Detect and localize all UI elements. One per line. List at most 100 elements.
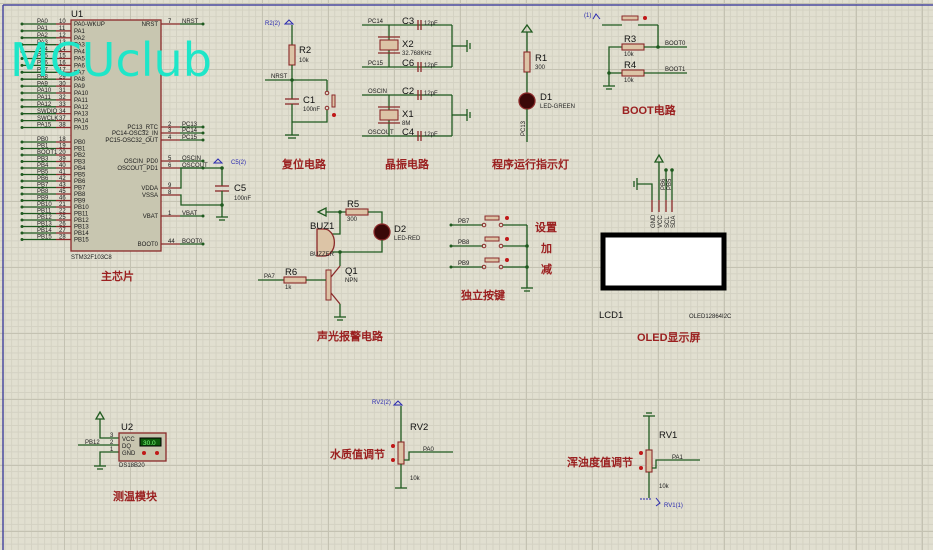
pin-terminal[interactable] [20, 50, 24, 54]
pin-terminal[interactable] [20, 160, 24, 163]
rv2-increase-button[interactable] [391, 444, 395, 448]
key-pb7[interactable]: PB7 [449, 215, 528, 228]
pin-terminal[interactable] [20, 22, 24, 26]
rv2-decrease-button[interactable] [391, 458, 395, 462]
x2-crystal[interactable] [379, 39, 399, 51]
oled-circuit[interactable]: PB6 PB5 GND VCC SCL SDA LCD1 OLED12864I2… [599, 153, 732, 344]
r2-resistor[interactable] [288, 44, 296, 66]
pin-terminal[interactable] [449, 244, 453, 248]
pin-terminal[interactable] [20, 186, 24, 189]
pin-terminal[interactable] [20, 179, 24, 183]
push-button[interactable] [484, 257, 500, 263]
rv1-increase-button[interactable] [639, 451, 643, 455]
pin-terminal[interactable] [20, 77, 24, 81]
reset-button-actuator[interactable] [332, 113, 336, 117]
pin-terminal[interactable] [20, 57, 24, 60]
key-pb8[interactable]: PB8 [449, 236, 529, 249]
pin-terminal[interactable] [20, 166, 24, 170]
pin-terminal[interactable] [201, 242, 205, 246]
pin-terminal[interactable] [20, 29, 24, 33]
x1-crystal[interactable] [379, 109, 399, 121]
pin-terminal[interactable] [20, 218, 24, 222]
pin-terminal[interactable] [201, 138, 205, 142]
pin-terminal[interactable] [20, 36, 24, 40]
temp-circuit[interactable]: PB12 3 2 1 U2 VCC DQ GND 30.0 DS18B20 测温… [78, 410, 167, 503]
pin-terminal[interactable] [20, 112, 24, 116]
r1-resistor[interactable] [523, 51, 531, 73]
pin-terminal[interactable] [20, 199, 24, 202]
pin-terminal[interactable] [20, 212, 24, 215]
pin-terminal[interactable] [20, 153, 24, 157]
button-actuator[interactable] [505, 258, 509, 262]
water-quality-pot[interactable]: RV2(2) RV2 PA0 10k 水质值调节 [330, 400, 453, 489]
rv1-potentiometer[interactable] [645, 449, 653, 473]
pin-terminal[interactable] [20, 231, 24, 235]
button-actuator[interactable] [505, 216, 509, 220]
pin-terminal[interactable] [449, 223, 453, 227]
pin-terminal[interactable] [20, 126, 24, 129]
pin-terminal[interactable] [20, 225, 24, 228]
boot-button-actuator[interactable] [643, 16, 647, 20]
q1-transistor[interactable] [325, 269, 332, 301]
pin-terminal[interactable] [201, 22, 205, 26]
pin-terminal[interactable] [20, 119, 24, 123]
rv1-decrease-button[interactable] [639, 466, 643, 470]
boot-button[interactable] [621, 15, 639, 21]
pin-terminal[interactable] [20, 70, 24, 74]
pin-terminal[interactable] [20, 173, 24, 176]
key-pb9[interactable]: PB9 [449, 257, 529, 270]
reset-circuit[interactable]: R2(2) R2 10k NRST C1 100nF 复位电路 [265, 19, 336, 171]
alarm-circuit[interactable]: R5 300 D2 LED-RED BUZ1 BUZZER Q1 NPN PA7… [258, 199, 421, 343]
pin-terminal[interactable] [20, 105, 24, 109]
pin-terminal[interactable] [449, 265, 453, 269]
pin-terminal[interactable] [20, 63, 24, 67]
push-button[interactable] [484, 215, 500, 221]
pin-terminal[interactable] [20, 140, 24, 144]
pin-terminal[interactable] [20, 91, 24, 95]
pin-terminal[interactable] [20, 43, 24, 47]
pin-terminal[interactable] [20, 147, 24, 150]
pin-terminal[interactable] [20, 205, 24, 209]
pin-terminal[interactable] [201, 125, 205, 129]
oled-screen[interactable] [600, 232, 727, 291]
reset-button[interactable] [331, 94, 336, 108]
pin-terminal[interactable] [201, 214, 205, 218]
